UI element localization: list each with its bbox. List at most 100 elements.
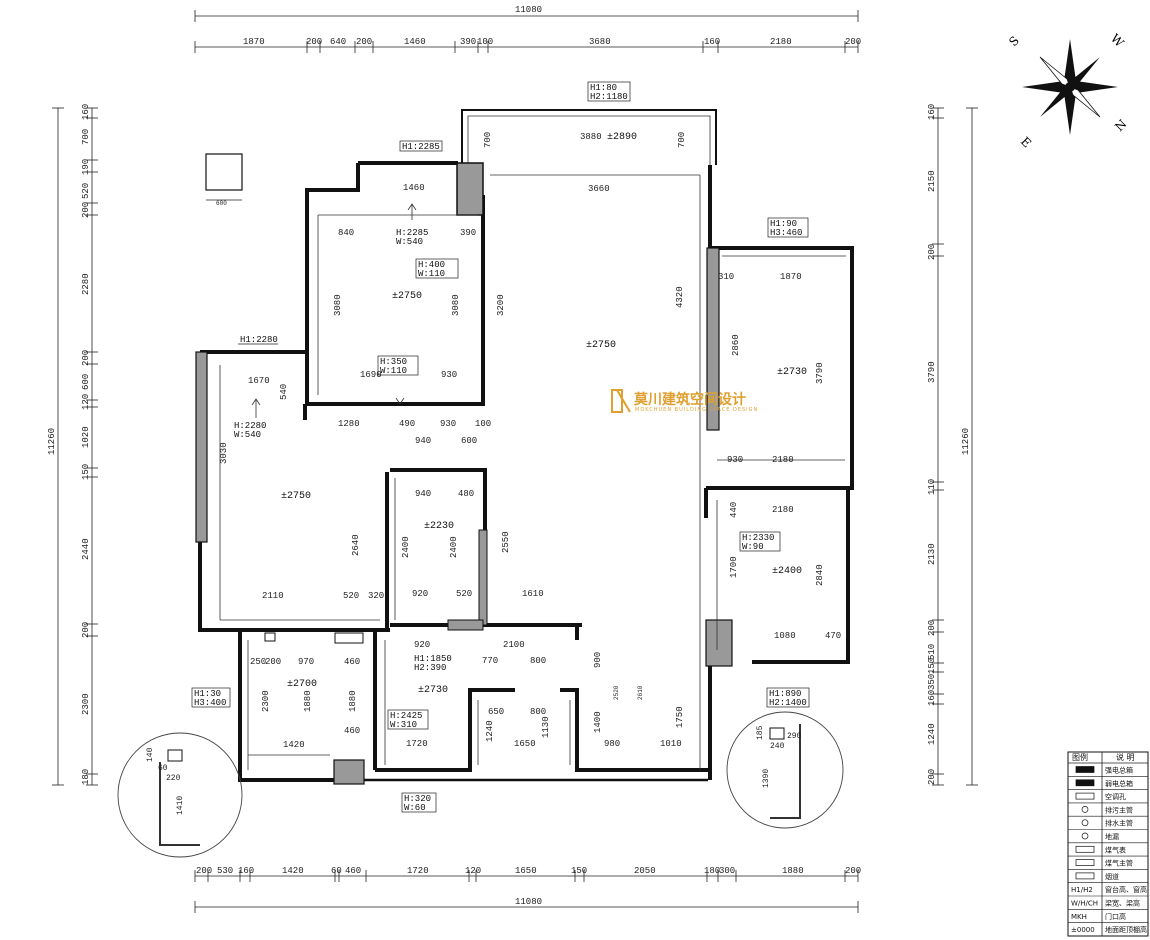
dim-left-h1: 540 bbox=[279, 384, 289, 400]
dim-k-w12: 1650 bbox=[514, 739, 536, 749]
dim-k-w3: 970 bbox=[298, 657, 314, 667]
tag-vent-h: H:400 bbox=[418, 260, 445, 270]
dim-k-w13: 980 bbox=[604, 739, 620, 749]
level-small-room: ±2400 bbox=[772, 566, 802, 577]
scale-square: 600 bbox=[205, 153, 243, 207]
dim-left-w1: 1670 bbox=[248, 376, 270, 386]
dim-balcony-d2: 700 bbox=[677, 132, 687, 148]
balcony-railing bbox=[461, 109, 717, 165]
compass-w: W bbox=[1108, 31, 1127, 50]
tag-door-left-h: H:2280 bbox=[234, 421, 266, 431]
dim-k-w8: 770 bbox=[482, 656, 498, 666]
dim-top-w1: 1460 bbox=[403, 183, 425, 193]
dim-top-h1: 3080 bbox=[333, 294, 343, 316]
dim-balcony-w: 3880 bbox=[580, 132, 602, 142]
right-dim-10: 350 bbox=[927, 674, 937, 690]
tag-door-left-w: W:540 bbox=[234, 430, 261, 440]
tag-door-small-w: W:90 bbox=[742, 542, 764, 552]
level-living: ±2750 bbox=[586, 340, 616, 351]
bottom-dim-14: 1880 bbox=[782, 866, 804, 876]
dim-k-w14: 1010 bbox=[660, 739, 682, 749]
legend-label-0: 强电总箱 bbox=[1105, 766, 1133, 775]
legend-symbol-12: ±0000 bbox=[1071, 926, 1095, 934]
tag-door-small-h: H:2330 bbox=[742, 533, 774, 543]
dim-left-h3: 2640 bbox=[351, 534, 361, 556]
dim-mid-w3: 100 bbox=[475, 419, 491, 429]
dim-k-h7: 1130 bbox=[541, 716, 551, 738]
right-dim-2: 2150 bbox=[927, 170, 937, 192]
dim-bath-w2: 480 bbox=[458, 489, 474, 499]
level-top-room: ±2750 bbox=[392, 291, 422, 302]
dim-living-w: 3660 bbox=[588, 184, 610, 194]
bottom-dim-2: 530 bbox=[217, 866, 233, 876]
right-dim-1: 160 bbox=[927, 104, 937, 120]
dim-top-h2: 3080 bbox=[451, 294, 461, 316]
right-dim-3: 200 bbox=[927, 244, 937, 260]
left-dim-15: 180 bbox=[81, 769, 91, 785]
legend-symbol-11: MKH bbox=[1071, 913, 1087, 921]
dim-small-h: 1700 bbox=[729, 556, 739, 578]
right-dim-13: 200 bbox=[927, 769, 937, 785]
dim-mid-w5: 600 bbox=[461, 436, 477, 446]
legend-header-right: 说 明 bbox=[1116, 752, 1135, 762]
bottom-dimension-chain: 200 530 160 1420 60 460 1720 120 1650 15… bbox=[194, 866, 861, 913]
tag-vent-w: W:110 bbox=[418, 269, 445, 279]
dim-k-w4: 460 bbox=[344, 657, 360, 667]
dim-small-w: 2180 bbox=[772, 505, 794, 515]
interior-lines bbox=[219, 174, 845, 770]
top-dim-6: 390 bbox=[460, 37, 476, 47]
tag-bottom-door-w: W:60 bbox=[404, 803, 426, 813]
detail-right-4: 1390 bbox=[762, 769, 771, 788]
tag-door350-w: W:110 bbox=[380, 366, 407, 376]
legend-label-7: 煤气主管 bbox=[1105, 859, 1133, 868]
tag-window-top: H1:2285 bbox=[402, 142, 440, 152]
top-dim-9: 160 bbox=[704, 37, 720, 47]
legend-symbol-icon bbox=[1075, 845, 1095, 853]
top-dim-3: 640 bbox=[330, 37, 346, 47]
dim-mid-w1: 490 bbox=[399, 419, 415, 429]
dim-k-w1: 250 bbox=[250, 657, 266, 667]
dim-k-h3: 1750 bbox=[675, 706, 685, 728]
tag-bottom-door-h: H:320 bbox=[404, 794, 431, 804]
logo-text: 莫川建筑空间设计 bbox=[633, 391, 746, 408]
detail-right-2: 290 bbox=[787, 732, 802, 741]
legend-label-9: 窗台高、窗高 bbox=[1105, 885, 1147, 894]
dim-k-w6: 920 bbox=[414, 640, 430, 650]
dim-k-w4b: 460 bbox=[344, 726, 360, 736]
left-dim-6: 2280 bbox=[81, 273, 91, 295]
compass-n: N bbox=[1112, 117, 1129, 134]
legend-symbol-icon bbox=[1075, 779, 1095, 787]
legend-label-10: 梁宽、梁高 bbox=[1105, 899, 1140, 908]
left-dim-7: 200 bbox=[81, 350, 91, 366]
legend-symbol-icon bbox=[1075, 766, 1095, 773]
dim-bath-w4: 520 bbox=[456, 589, 472, 599]
left-dim-12: 2440 bbox=[81, 538, 91, 560]
left-dim-5: 200 bbox=[81, 202, 91, 218]
detail-left-2: 60 bbox=[158, 764, 168, 773]
level-markers: ±2890 ±2750 ±2750 ±2730 ±2750 ±2230 ±240… bbox=[281, 132, 807, 696]
tag-kitchen-win-h2: H2:390 bbox=[414, 663, 446, 673]
dim-k-w2: 200 bbox=[265, 657, 281, 667]
tag-door-top-h: H:2285 bbox=[396, 228, 428, 238]
detail-left-1: 140 bbox=[146, 747, 155, 762]
legend-label-5: 地漏 bbox=[1105, 832, 1119, 841]
bottom-dim-5: 60 bbox=[331, 866, 342, 876]
legend-symbol-icon bbox=[1081, 832, 1089, 840]
detail-right-1: 185 bbox=[756, 725, 765, 740]
dim-bath-h1: 2400 bbox=[401, 536, 411, 558]
tag-window-right-h1: H1:90 bbox=[770, 219, 797, 229]
right-dim-11: 160 bbox=[927, 690, 937, 706]
right-dim-7: 200 bbox=[927, 620, 937, 636]
dim-small-w2: 1080 bbox=[774, 631, 796, 641]
dim-k-w11: 1720 bbox=[406, 739, 428, 749]
dim-balcony-d1: 700 bbox=[483, 132, 493, 148]
legend-label-8: 烟道 bbox=[1105, 872, 1119, 881]
dim-living-h1: 3200 bbox=[496, 294, 506, 316]
top-dimension-chain: 11080 1870 200 640 200 1460 390 100 3680… bbox=[194, 5, 861, 53]
level-left-room: ±2750 bbox=[281, 491, 311, 502]
left-dim-11: 150 bbox=[81, 464, 91, 480]
left-overall-dim: 11260 bbox=[47, 428, 57, 455]
bottom-dim-1: 200 bbox=[196, 866, 212, 876]
top-dim-8: 3680 bbox=[589, 37, 611, 47]
compass-rose-icon: S W N E bbox=[1006, 31, 1129, 150]
